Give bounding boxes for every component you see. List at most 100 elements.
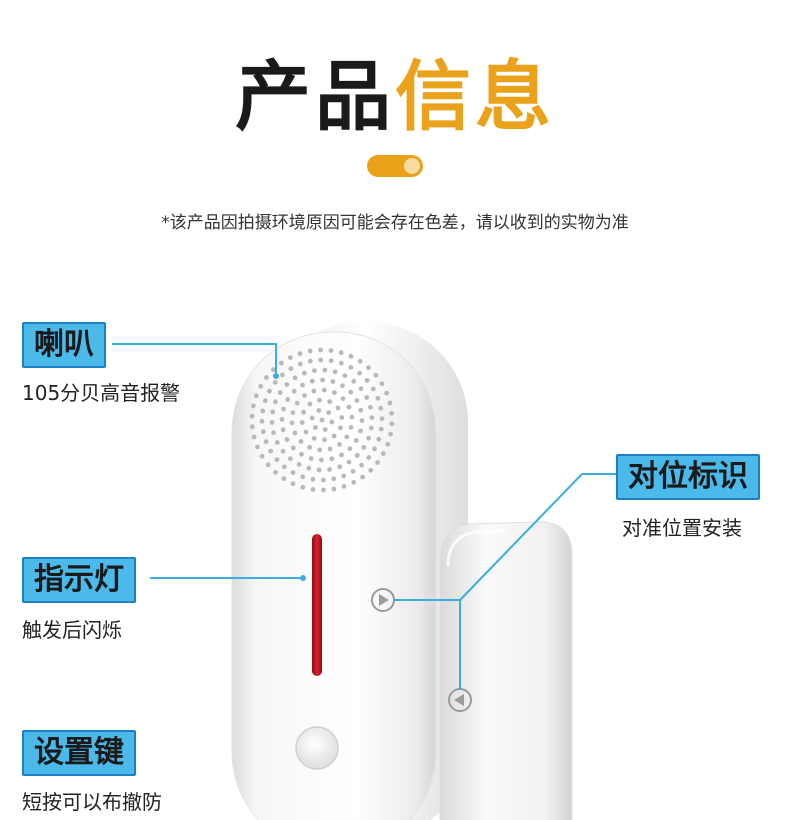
speaker-hole xyxy=(338,425,343,431)
speaker-hole xyxy=(290,470,296,475)
speaker-hole xyxy=(259,453,265,459)
speaker-hole xyxy=(321,387,327,393)
speaker-hole xyxy=(357,370,362,376)
speaker-hole xyxy=(339,415,345,420)
speaker-hole xyxy=(368,467,374,473)
speaker-grille xyxy=(249,347,395,493)
speaker-hole xyxy=(329,419,335,425)
speaker-hole xyxy=(375,460,380,465)
speaker-desc: 105分贝高音报警 xyxy=(22,381,181,405)
speaker-hole xyxy=(372,446,377,452)
speaker-hole xyxy=(337,464,343,470)
speaker-hole xyxy=(341,473,347,479)
speaker-hole xyxy=(301,370,307,376)
speaker-hole xyxy=(310,476,316,482)
speaker-hole xyxy=(364,378,370,383)
speaker-hole xyxy=(361,445,367,450)
speaker-hole xyxy=(339,452,344,458)
speaker-hole xyxy=(322,367,328,373)
speaker-hole xyxy=(320,477,326,483)
speaker-hole xyxy=(302,393,307,398)
speaker-hole xyxy=(379,416,385,422)
speaker-hole xyxy=(319,417,325,423)
speaker-hole xyxy=(258,383,264,389)
speaker-hole xyxy=(358,407,364,413)
indicator-desc: 触发后闪烁 xyxy=(22,618,122,642)
speaker-hole xyxy=(348,425,354,430)
speaker-hole xyxy=(353,438,359,443)
speaker-hole xyxy=(329,456,335,462)
speaker-hole xyxy=(327,446,333,452)
speaker-hole xyxy=(331,433,337,439)
speaker-hole xyxy=(388,431,393,437)
speaker-hole xyxy=(297,351,303,356)
speaker-hole xyxy=(326,410,331,415)
speaker-hole xyxy=(253,393,259,399)
speaker-hole xyxy=(344,434,350,440)
speaker-hole xyxy=(358,428,363,434)
speaker-hole xyxy=(292,430,298,436)
speaker-hole xyxy=(301,409,306,415)
speaker-hole xyxy=(264,375,269,380)
speaker-hole xyxy=(309,378,315,384)
speaker-hole xyxy=(265,462,271,468)
speaker-hole xyxy=(249,413,255,419)
speaker-hole xyxy=(335,405,341,411)
speaker-hole xyxy=(380,451,386,457)
speaker-hole xyxy=(379,381,385,387)
speaker-hole xyxy=(282,464,287,470)
speaker-hole xyxy=(307,444,312,450)
speaker-hole xyxy=(300,382,305,388)
settings-button xyxy=(295,726,339,770)
speaker-hole xyxy=(328,348,334,353)
speaker-hole xyxy=(384,390,389,396)
speaker-hole xyxy=(287,355,293,360)
speaker-hole xyxy=(268,448,274,454)
speaker-hole xyxy=(370,386,376,392)
speaker-hole xyxy=(260,408,266,414)
magnet-body xyxy=(439,521,573,820)
speaker-hole xyxy=(259,418,265,424)
speaker-hole xyxy=(389,421,395,427)
speaker-hole xyxy=(270,367,276,373)
speaker-hole xyxy=(317,397,322,403)
speaker-hole xyxy=(321,487,326,493)
speaker-hole xyxy=(354,453,360,458)
speaker-hole xyxy=(331,476,337,482)
speaker-hole xyxy=(303,429,309,435)
speaker-hole xyxy=(285,397,291,402)
speaker-hole xyxy=(309,415,315,421)
speaker-hole xyxy=(332,390,337,396)
speaker-hole xyxy=(300,484,306,490)
speaker-hole xyxy=(318,347,323,353)
title-part-1: 产品 xyxy=(235,52,395,141)
speaker-hole xyxy=(267,388,272,394)
speaker-hole xyxy=(262,398,268,404)
page-title: 产品信息 xyxy=(0,52,790,142)
toggle-knob xyxy=(404,158,420,174)
speaker-hole xyxy=(260,429,266,435)
speaker-hole xyxy=(316,467,322,473)
speaker-hole xyxy=(281,476,287,482)
speaker-hole xyxy=(316,408,322,413)
speaker-hole xyxy=(292,375,298,381)
speaker-hole xyxy=(358,386,364,392)
speaker-hole xyxy=(337,442,342,447)
speaker-hole xyxy=(331,486,337,492)
speaker-hole xyxy=(307,401,313,407)
speaker-hole xyxy=(320,377,325,383)
speaker-hole xyxy=(313,425,318,430)
speaker-hole xyxy=(369,415,375,420)
speaker-hole xyxy=(322,427,328,432)
speaker-hole xyxy=(354,398,360,403)
speaker-hole xyxy=(341,484,347,489)
indicator-label: 指示灯 xyxy=(22,557,136,603)
speaker-hole xyxy=(277,390,283,395)
speaker-hole xyxy=(319,457,324,463)
speaker-hole xyxy=(297,361,303,367)
speaker-hole xyxy=(347,446,353,452)
toggle-decoration xyxy=(367,155,423,177)
speaker-hole xyxy=(308,456,314,461)
speaker-hole xyxy=(366,365,371,371)
